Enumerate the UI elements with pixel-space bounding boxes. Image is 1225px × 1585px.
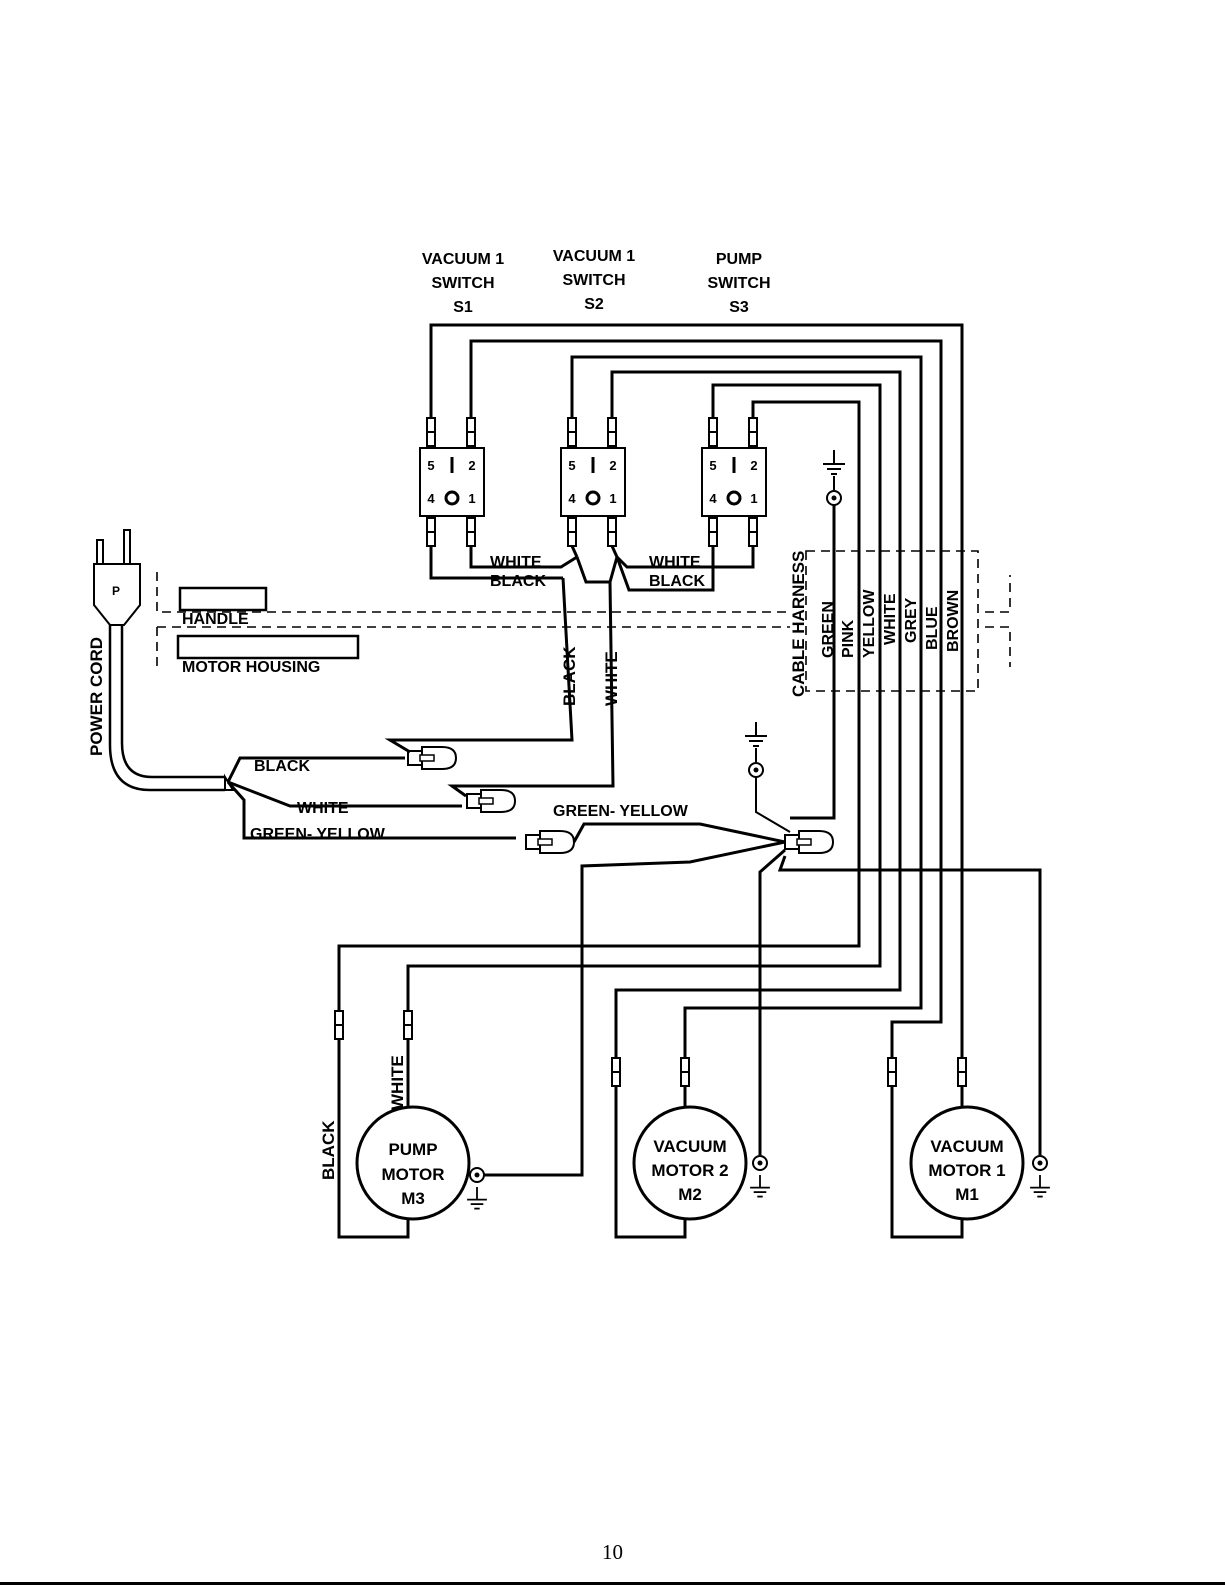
- svg-text:BLACK: BLACK: [254, 758, 310, 775]
- svg-text:CABLE HARNESS: CABLE HARNESS: [789, 551, 808, 697]
- ring-terminal-icon: [826, 476, 842, 506]
- svg-text:5: 5: [427, 458, 434, 473]
- svg-text:BLACK: BLACK: [319, 1120, 338, 1180]
- svg-text:1: 1: [750, 491, 757, 506]
- svg-text:S3: S3: [729, 299, 749, 316]
- switch-title-s3: PUMP SWITCH S3: [707, 251, 770, 316]
- wire-nut-ground: [784, 830, 834, 854]
- svg-text:VACUUM: VACUUM: [930, 1137, 1003, 1156]
- svg-text:PUMP: PUMP: [388, 1140, 437, 1159]
- svg-text:WHITE: WHITE: [490, 554, 542, 571]
- svg-text:BLACK: BLACK: [490, 573, 546, 590]
- cord-labels: BLACK WHITE GREEN- YELLOW: [250, 758, 386, 843]
- svg-text:BLACK: BLACK: [560, 646, 579, 706]
- vacuum-motor-m1-ground: [1029, 1155, 1051, 1198]
- svg-text:VACUUM 1: VACUUM 1: [422, 251, 504, 268]
- svg-text:2: 2: [750, 458, 757, 473]
- switch-title-s2: VACUUM 1 SWITCH S2: [553, 248, 635, 313]
- svg-text:WHITE: WHITE: [388, 1055, 407, 1110]
- svg-text:M2: M2: [678, 1185, 702, 1204]
- svg-text:4: 4: [427, 491, 435, 506]
- svg-text:WHITE: WHITE: [882, 593, 899, 645]
- svg-text:SWITCH: SWITCH: [431, 275, 494, 292]
- svg-text:BLUE: BLUE: [924, 606, 941, 650]
- svg-text:5: 5: [709, 458, 716, 473]
- plug-icon: P: [93, 529, 141, 626]
- svg-text:HANDLE: HANDLE: [182, 611, 249, 628]
- switch-s1: 5 2 4 1: [419, 417, 485, 547]
- svg-text:2: 2: [468, 458, 475, 473]
- svg-text:BLACK: BLACK: [649, 573, 705, 590]
- switch-s2: 5 2 4 1: [560, 417, 626, 547]
- svg-text:PINK: PINK: [840, 619, 857, 658]
- svg-text:BROWN: BROWN: [945, 590, 962, 652]
- svg-text:WHITE: WHITE: [297, 800, 349, 817]
- svg-text:PUMP: PUMP: [716, 251, 763, 268]
- handle-label: HANDLE: [178, 586, 268, 628]
- wire-nut-white: [466, 789, 516, 813]
- svg-text:GREY: GREY: [903, 597, 920, 643]
- svg-text:MOTOR HOUSING: MOTOR HOUSING: [182, 659, 320, 676]
- svg-text:VACUUM 1: VACUUM 1: [553, 248, 635, 265]
- svg-text:MOTOR: MOTOR: [382, 1165, 445, 1184]
- cable-harness: CABLE HARNESS GREEN PINK YELLOW WHITE GR…: [789, 550, 979, 697]
- svg-text:1: 1: [468, 491, 475, 506]
- svg-text:M3: M3: [401, 1189, 425, 1208]
- svg-text:WHITE: WHITE: [649, 554, 701, 571]
- jumper-labels: WHITE BLACK WHITE BLACK: [490, 554, 705, 590]
- svg-text:VACUUM: VACUUM: [653, 1137, 726, 1156]
- ground-icon: [822, 449, 846, 475]
- svg-text:2: 2: [609, 458, 616, 473]
- bottom-rule: [0, 1582, 1225, 1585]
- vacuum-motor-m1: VACUUM MOTOR 1 M1: [887, 1045, 1025, 1239]
- housing-dashed-lines: [156, 572, 1011, 667]
- svg-text:5: 5: [568, 458, 575, 473]
- page-number: 10: [602, 1540, 623, 1564]
- svg-text:SWITCH: SWITCH: [707, 275, 770, 292]
- svg-text:1: 1: [609, 491, 616, 506]
- svg-text:4: 4: [709, 491, 717, 506]
- svg-text:YELLOW: YELLOW: [861, 589, 878, 658]
- switch-bottom-jumpers: [429, 545, 755, 592]
- svg-text:4: 4: [568, 491, 576, 506]
- motor-housing-label: MOTOR HOUSING: [176, 634, 360, 676]
- svg-text:S2: S2: [584, 296, 604, 313]
- switch-s3: 5 2 4 1: [701, 417, 767, 547]
- power-cord-label: POWER CORD: [87, 637, 106, 756]
- svg-text:WHITE: WHITE: [602, 651, 621, 706]
- green-yellow-label: GREEN- YELLOW: [553, 803, 689, 820]
- svg-text:S1: S1: [453, 299, 473, 316]
- switch-title-s1: VACUUM 1 SWITCH S1: [422, 251, 504, 316]
- svg-text:GREEN- YELLOW: GREEN- YELLOW: [250, 826, 386, 843]
- wire-nut-green-yellow: [525, 830, 575, 854]
- wire-nut-black: [407, 746, 457, 770]
- svg-text:SWITCH: SWITCH: [562, 272, 625, 289]
- ring-terminal-icon: [748, 748, 764, 778]
- svg-text:MOTOR 2: MOTOR 2: [651, 1161, 728, 1180]
- switch-top-wires: [337, 323, 964, 1115]
- pump-motor-ground: [466, 1167, 488, 1210]
- svg-text:P: P: [112, 584, 120, 598]
- svg-text:MOTOR 1: MOTOR 1: [928, 1161, 1005, 1180]
- pump-motor-m3: PUMP MOTOR M3 BLACK WHITE: [319, 1005, 471, 1239]
- ground-icon: [744, 721, 768, 747]
- vacuum-motor-m2-ground: [749, 1155, 771, 1198]
- svg-text:M1: M1: [955, 1185, 979, 1204]
- feed-labels: BLACK WHITE: [560, 646, 621, 706]
- vacuum-motor-m2: VACUUM MOTOR 2 M2: [611, 1045, 748, 1239]
